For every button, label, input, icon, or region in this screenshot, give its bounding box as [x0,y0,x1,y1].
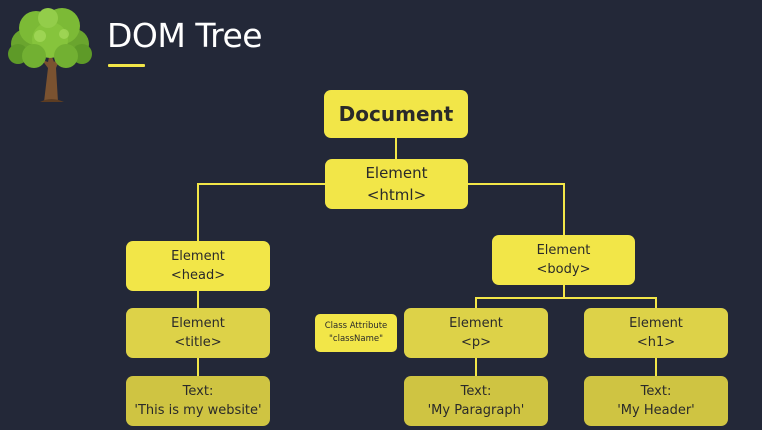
h1-node-type: Element [629,316,683,331]
p-element-node: Element <p> [404,308,548,358]
class-attribute-node: Class Attribute "className" [315,314,397,352]
body-element-node: Element <body> [492,235,635,285]
h1-text-type: Text: [640,384,672,399]
head-node-tag: <head> [170,268,226,283]
p-node-tag: <p> [460,335,492,350]
title-text-type: Text: [182,384,214,399]
title-text-value: 'This is my website' [134,403,262,418]
h1-text-node: Text: 'My Header' [584,376,728,426]
document-node: Document [324,90,468,138]
p-node-type: Element [449,316,503,331]
html-node-tag: <html> [366,186,427,204]
title-underline [108,64,145,67]
title-text-node: Text: 'This is my website' [126,376,270,426]
edge-html-body [466,183,565,236]
p-text-value: 'My Paragraph' [427,403,525,418]
html-node-type: Element [365,164,428,182]
edge-body-h1 [564,297,657,308]
h1-element-node: Element <h1> [584,308,728,358]
title-element-node: Element <title> [126,308,270,358]
title-node-tag: <title> [174,335,222,350]
class-attribute-type: Class Attribute [324,321,388,331]
slide-title: DOM Tree [107,16,263,55]
h1-node-tag: <h1> [636,335,676,350]
head-element-node: Element <head> [126,241,270,291]
title-node-type: Element [171,316,225,331]
h1-text-value: 'My Header' [617,403,695,418]
body-node-type: Element [536,243,591,258]
html-element-node: Element <html> [325,159,468,209]
edge-html-head [197,183,326,242]
p-text-node: Text: 'My Paragraph' [404,376,548,426]
p-text-type: Text: [460,384,492,399]
edge-body-p [475,284,565,308]
head-node-type: Element [171,249,225,264]
class-attribute-value: "className" [329,334,383,344]
tree-icon [8,8,92,102]
document-label: Document [338,101,454,126]
body-node-tag: <body> [536,262,591,277]
